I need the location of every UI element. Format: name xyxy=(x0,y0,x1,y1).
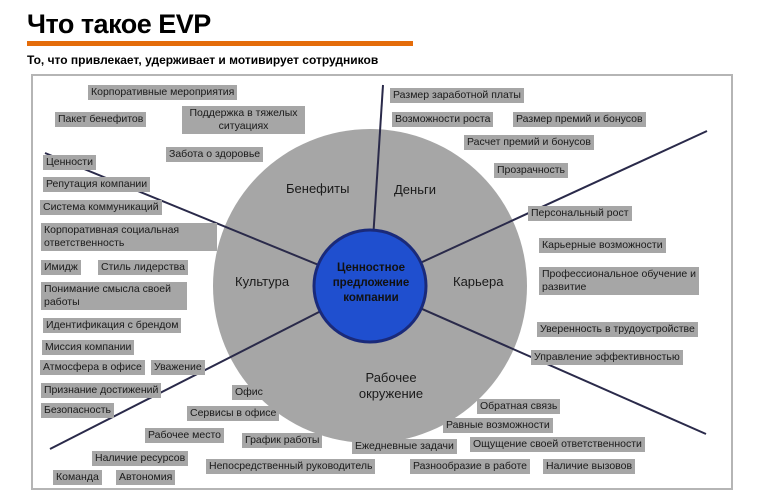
sector-career: Карьера xyxy=(453,274,504,289)
environment-item: Наличие ресурсов xyxy=(92,451,189,466)
culture-item: Понимание смысла своей работы xyxy=(41,282,187,310)
culture-item: Ценности xyxy=(43,155,96,170)
sector-work-environment: Рабочее окружение xyxy=(358,370,424,401)
culture-item: Миссия компании xyxy=(42,340,135,355)
culture-item: Идентификация с брендом xyxy=(43,318,182,333)
money-item: Возможности роста xyxy=(392,112,494,127)
culture-item: Корпоративная социальная ответственность xyxy=(41,223,217,251)
culture-item: Атмосфера в офисе xyxy=(40,360,145,375)
money-item: Размер заработной платы xyxy=(390,88,524,103)
environment-item: Сервисы в офисе xyxy=(187,406,280,421)
money-item: Расчет премий и бонусов xyxy=(464,135,594,150)
money-item: Размер премий и бонусов xyxy=(513,112,646,127)
environment-item: Рабочее место xyxy=(145,428,225,443)
environment-item: Офис xyxy=(232,385,266,400)
page-subtitle: То, что привлекает, удерживает и мотивир… xyxy=(27,53,379,67)
culture-item: Безопасность xyxy=(41,403,114,418)
environment-item: График работы xyxy=(242,433,323,448)
culture-item: Репутация компании xyxy=(43,177,151,192)
title-underline xyxy=(27,41,413,46)
career-item: Карьерные возможности xyxy=(539,238,666,253)
culture-item: Стиль лидерства xyxy=(98,260,188,275)
divider-line-lower-left xyxy=(49,285,371,450)
environment-item: Ежедневные задачи xyxy=(352,439,457,454)
benefits-item: Поддержка в тяжелых ситуациях xyxy=(182,106,305,134)
sector-money: Деньги xyxy=(394,182,436,197)
environment-item: Команда xyxy=(53,470,102,485)
career-item: Персональный рост xyxy=(528,206,632,221)
culture-item: Имидж xyxy=(41,260,81,275)
culture-item: Признание достижений xyxy=(41,383,162,398)
divider-line-upper-left xyxy=(44,152,371,287)
benefits-item: Забота о здоровье xyxy=(166,147,264,162)
benefits-item: Пакет бенефитов xyxy=(55,112,147,127)
page-title: Что такое EVP xyxy=(27,9,211,39)
career-item: Уверенность в трудоустройстве xyxy=(537,322,698,337)
environment-item: Разнообразие в работе xyxy=(410,459,531,474)
culture-item: Уважение xyxy=(151,360,205,375)
environment-item: Ощущение своей ответственности xyxy=(470,437,645,452)
benefits-item: Корпоративные мероприятия xyxy=(88,85,238,100)
environment-item: Наличие вызовов xyxy=(543,459,636,474)
culture-item: Система коммуникаций xyxy=(40,200,162,215)
environment-item: Обратная связь xyxy=(477,399,561,414)
core-circle xyxy=(312,228,428,344)
sector-culture: Культура xyxy=(235,274,290,289)
environment-item: Непосредственный руководитель xyxy=(206,459,376,474)
sector-benefits: Бенефиты xyxy=(286,181,350,196)
career-item: Управление эффективностью xyxy=(531,350,683,365)
diagram-frame xyxy=(31,74,733,490)
environment-item: Автономия xyxy=(116,470,176,485)
core-label: Ценностное предложение компании xyxy=(332,262,410,304)
environment-item: Равные возможности xyxy=(443,418,553,433)
money-item: Прозрачность xyxy=(494,163,569,178)
career-item: Профессиональное обучение и развитие xyxy=(539,267,699,295)
